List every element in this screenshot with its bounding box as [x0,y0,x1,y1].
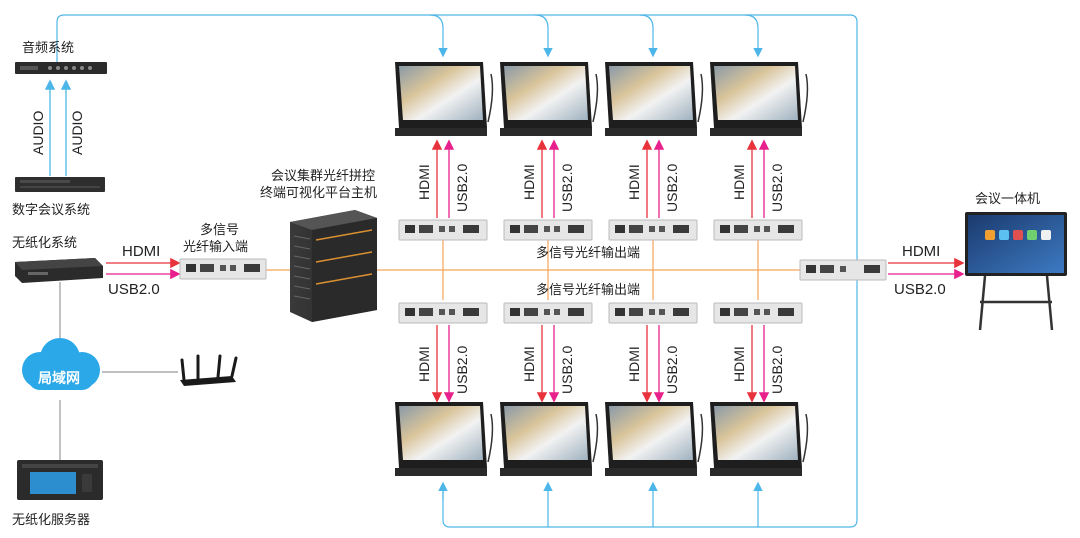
usb-label: USB2.0 [559,164,575,212]
bottom-terminal-row: HDMI USB2.0 HDMI USB2.0 HDMI USB2.0 HDMI USB2.0 [395,302,809,476]
monitor-icon [710,62,809,136]
monitor-icon [710,402,809,476]
cloud-icon [22,338,100,390]
conference-unit-icon [15,177,105,192]
host-cabinet-icon [290,210,377,322]
right-hdmi-label: HDMI [902,243,940,260]
usb-label: USB2.0 [664,164,680,212]
left-hdmi-usb-arrows [106,257,181,280]
fiber-box-icon [503,302,593,324]
host-title-2: 终端可视化平台主机 [260,185,377,201]
left-hdmi-label: HDMI [122,243,160,260]
audio-signal-label-2: AUDIO [69,111,85,155]
monitor-icon [605,402,704,476]
audio-system-label: 音频系统 [22,40,74,56]
fiber-box-icon [608,302,698,324]
fiber-box-icon [179,258,267,280]
usb-label: USB2.0 [769,164,785,212]
hdmi-label: HDMI [521,346,537,382]
usb-label: USB2.0 [664,346,680,394]
right-fiber-box-icon [799,259,887,281]
lan-label: 局域网 [38,370,80,387]
host-title-1: 会议集群光纤拼控 [271,168,375,184]
input-title-1: 多信号 [200,222,239,238]
hdmi-label: HDMI [626,164,642,200]
input-title-2: 光纤输入端 [183,239,248,255]
left-usb-label: USB2.0 [108,281,160,298]
fiber-box-icon [503,219,593,241]
hdmi-label: HDMI [416,346,432,382]
output-top-label: 多信号光纤输出端 [536,245,640,261]
panel-display-icon [965,212,1067,331]
output-bottom-label: 多信号光纤输出端 [536,282,640,298]
fiber-box-icon [608,219,698,241]
digital-conference-label: 数字会议系统 [12,203,90,218]
usb-label: USB2.0 [559,346,575,394]
hdmi-label: HDMI [731,164,747,200]
paperless-system-label: 无纸化系统 [12,236,77,251]
hdmi-label: HDMI [626,346,642,382]
right-usb-label: USB2.0 [894,281,946,298]
audio-rack-icon [15,62,107,74]
monitor-icon [605,62,704,136]
fiber-box-icon [713,219,803,241]
hdmi-label: HDMI [416,164,432,200]
fiber-box-icon [713,302,803,324]
paperless-server-label: 无纸化服务器 [12,512,90,528]
router-icon [180,354,238,386]
fiber-box-icon [398,302,488,324]
audio-signal-label-1: AUDIO [30,111,46,155]
monitor-icon [395,402,494,476]
top-terminal-row: HDMI USB2.0 HDMI USB2.0 HDMI USB2.0 HDMI USB2.0 [395,62,809,241]
right-hdmi-usb-arrows [888,257,965,280]
usb-label: USB2.0 [769,346,785,394]
server-icon [17,460,103,500]
lan-lines [59,282,178,460]
fiber-box-icon [398,219,488,241]
usb-label: USB2.0 [454,164,470,212]
monitor-icon [500,402,599,476]
usb-label: USB2.0 [454,346,470,394]
hdmi-label: HDMI [521,164,537,200]
monitor-icon [500,62,599,136]
paperless-box-icon [15,258,103,283]
all-in-one-label: 会议一体机 [975,192,1040,207]
hdmi-label: HDMI [731,346,747,382]
monitor-icon [395,62,494,136]
audio-arrows [44,79,72,176]
fiber-lines [266,240,800,300]
